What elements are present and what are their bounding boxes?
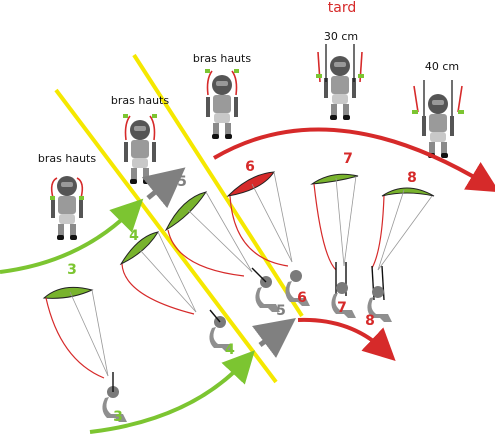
- pilot-1: [50, 176, 84, 240]
- pilot-3: [205, 69, 239, 139]
- wing-8: [367, 187, 435, 322]
- green-arrow-upper: [0, 198, 144, 274]
- num-3-pilot: 3: [113, 409, 123, 425]
- grey-arrow-upper: [141, 167, 186, 209]
- pilot-2: [123, 114, 157, 184]
- pilot-4: [316, 44, 364, 120]
- num-6-pilot: 6: [297, 290, 307, 306]
- num-4-pilot: 4: [225, 342, 235, 358]
- pilot-3-label: bras hauts: [193, 52, 251, 65]
- grey-arrow-lower: [252, 318, 296, 358]
- wing-4: [119, 231, 234, 352]
- num-3-wing: 3: [67, 262, 77, 278]
- num-6-wing: 6: [245, 159, 255, 175]
- red-arrow-upper: [212, 127, 495, 193]
- num-8-pilot: 8: [365, 313, 375, 329]
- yellow-line-right: [132, 53, 304, 318]
- red-arrow-lower: [297, 317, 396, 361]
- num-7-pilot: 7: [337, 300, 347, 316]
- pilot-5-label: 40 cm: [425, 60, 459, 73]
- num-7-wing: 7: [343, 151, 353, 167]
- num-5-top: 5: [177, 174, 187, 190]
- wing-5: [164, 191, 280, 312]
- num-4-wing: 4: [129, 228, 139, 244]
- wing-3: [42, 286, 127, 422]
- wing-6: [226, 171, 310, 306]
- pilot-5: [412, 80, 464, 158]
- pilot-4-label: 30 cm: [324, 30, 358, 43]
- tard-label: tard: [328, 0, 356, 16]
- pilot-1-label: bras hauts: [38, 152, 96, 165]
- yellow-line-left: [54, 88, 278, 384]
- pilot-2-label: bras hauts: [111, 94, 169, 107]
- wing-7: [310, 173, 359, 318]
- green-arrow-lower: [89, 350, 255, 434]
- num-8-wing: 8: [407, 170, 417, 186]
- num-5-bottom: 5: [276, 303, 286, 319]
